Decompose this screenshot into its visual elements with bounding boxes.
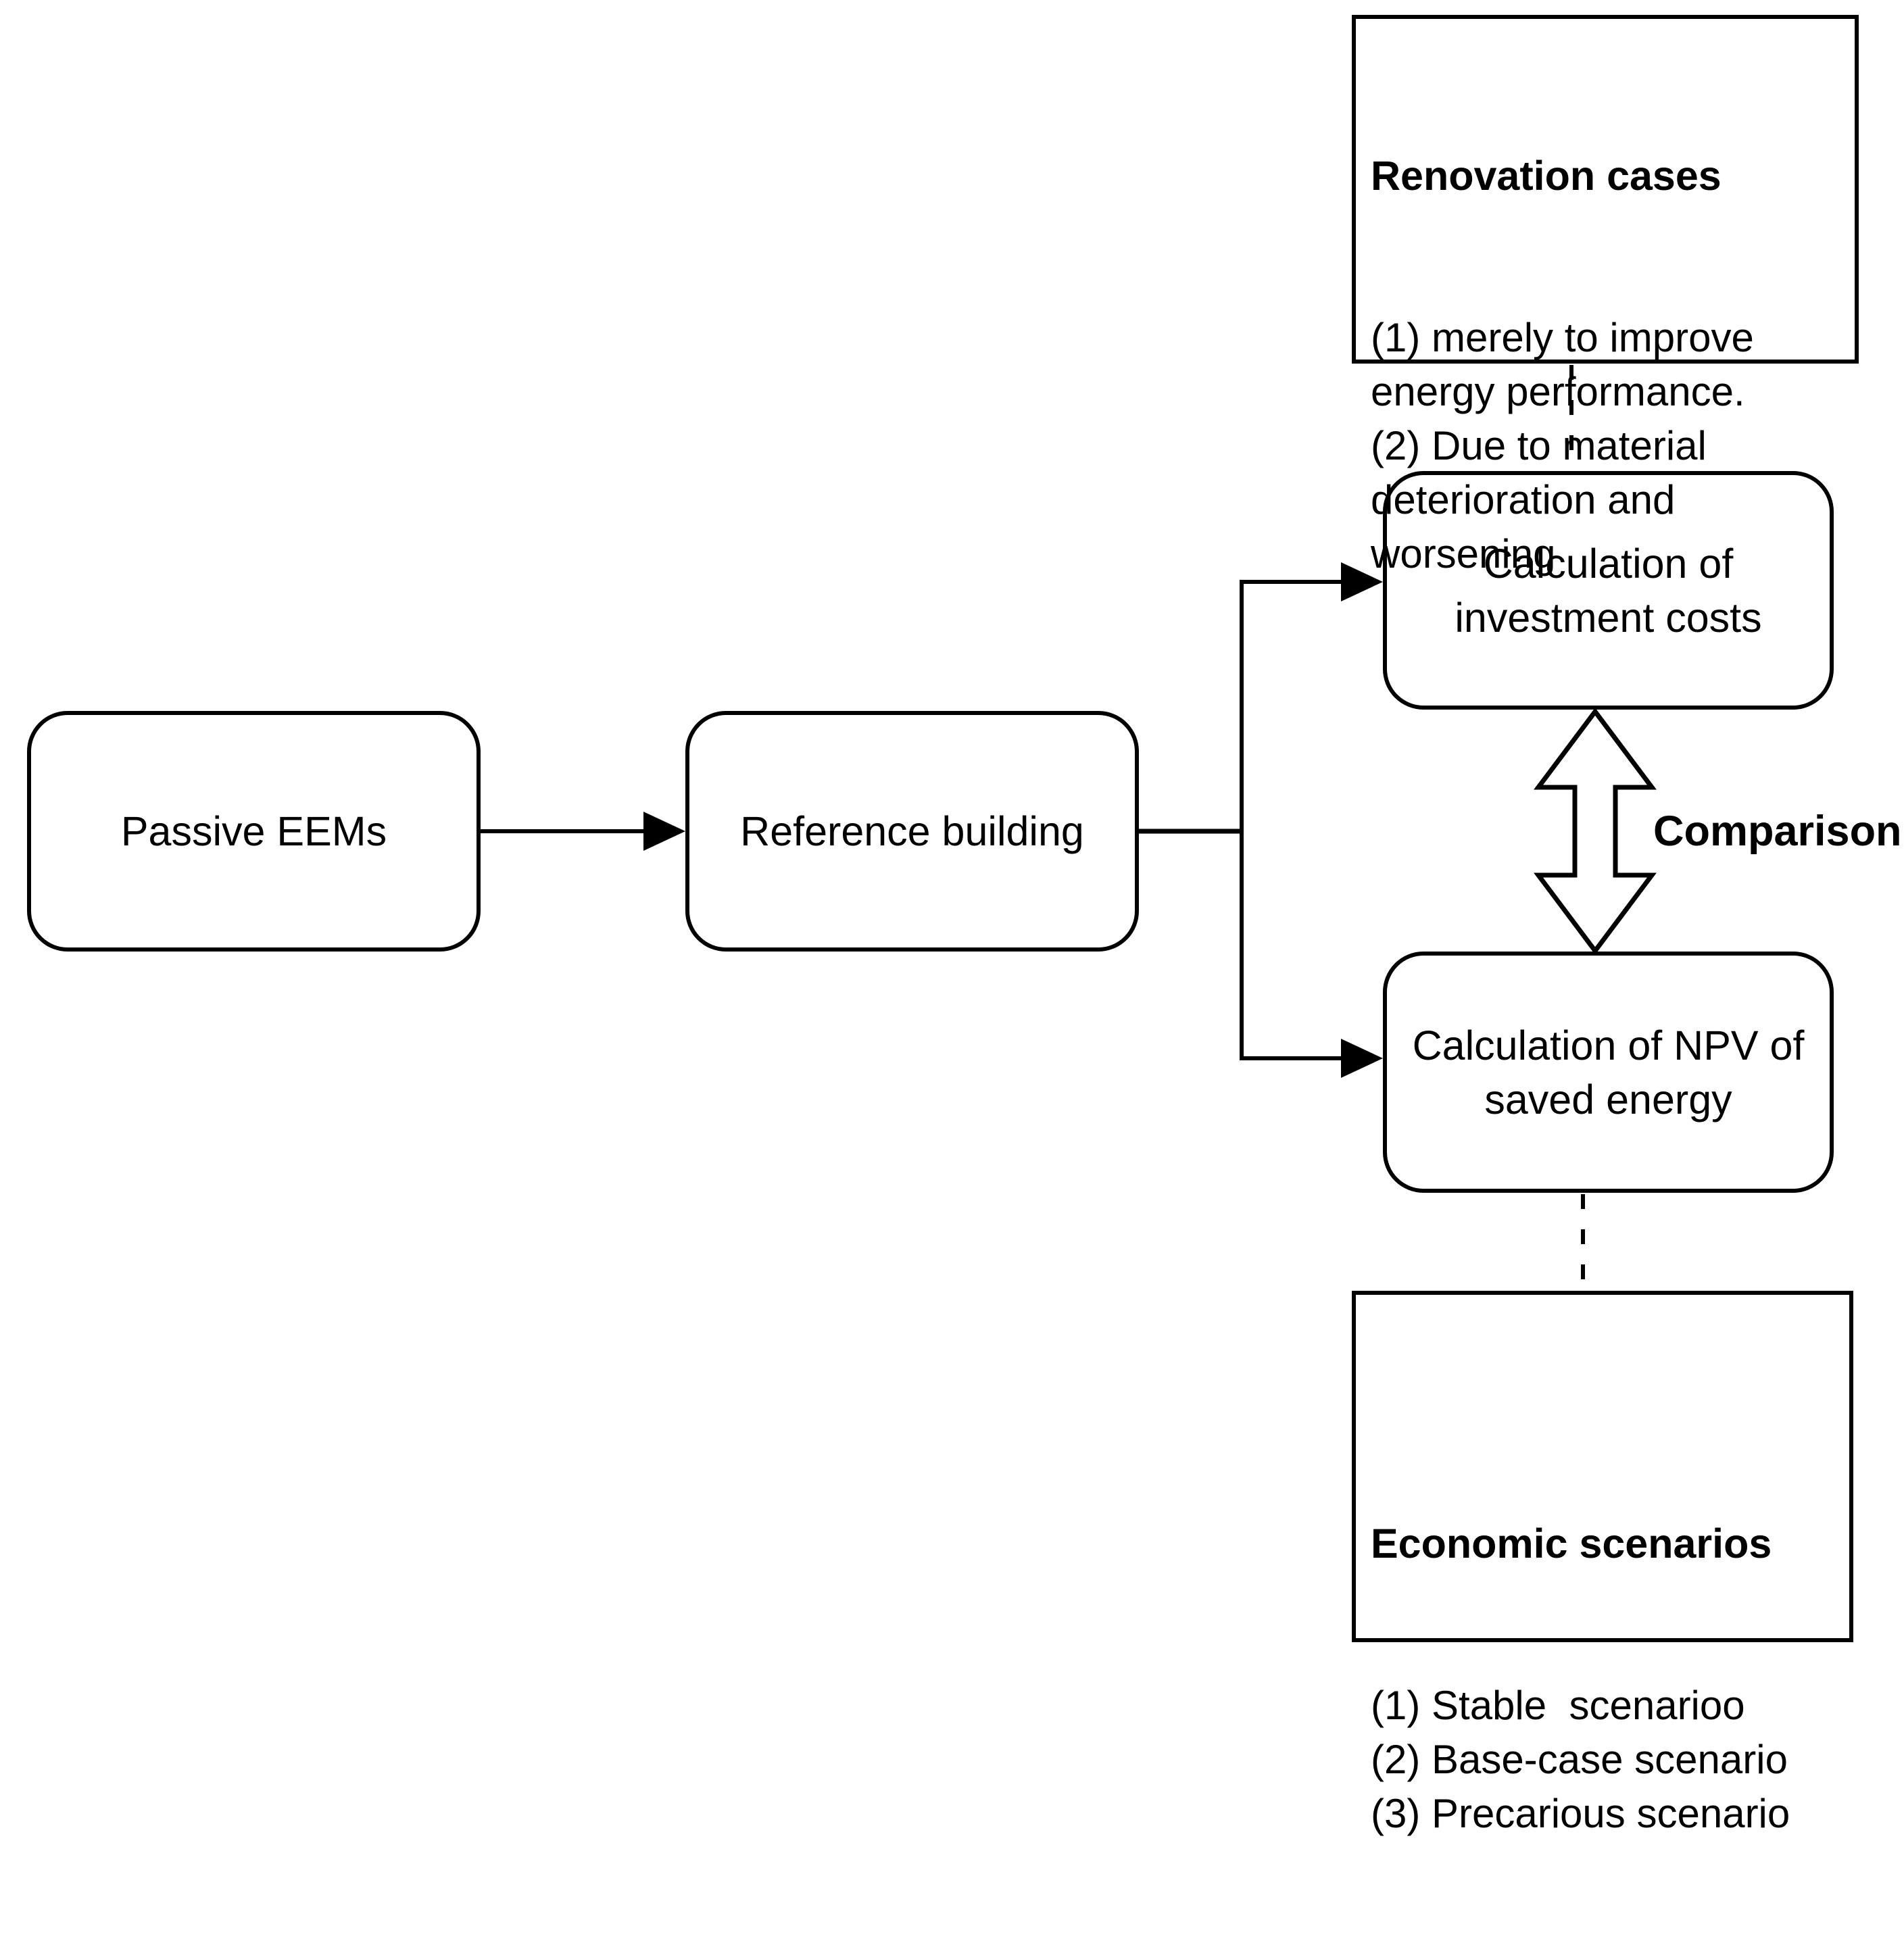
node-passive-eems-label: Passive EEMs	[120, 808, 387, 854]
node-passive-eems: Passive EEMs	[27, 711, 481, 952]
node-calculation-investment-costs: Calculation of investment costs	[1383, 471, 1834, 710]
node-calculation-npv-saved-energy: Calculation of NPV of saved energy	[1383, 952, 1834, 1193]
economic-scenarios-title: Economic scenarios	[1371, 1521, 1772, 1566]
arrow-branch-to-investment-arrowhead	[1341, 562, 1383, 601]
box-renovation-cases: Renovation cases (1) merely to improve e…	[1352, 15, 1859, 576]
node-calculation-npv-saved-energy-label: Calculation of NPV of saved energy	[1412, 1022, 1805, 1122]
box-economic-scenarios: Economic scenarios (1) Stable scenarioo …	[1352, 1291, 1853, 1836]
economic-scenarios-body: (1) Stable scenarioo (2) Base-case scena…	[1371, 1683, 1790, 1836]
flowchart-figure: Passive EEMs Reference building Calculat…	[27, 15, 1902, 1836]
comparison-label: Comparison	[1653, 808, 1902, 855]
double-arrow-comparison	[1534, 708, 1657, 955]
node-reference-building: Reference building	[685, 711, 1139, 952]
connector-layer	[481, 365, 1657, 1289]
arrow-branch-to-npv-arrowhead	[1341, 1039, 1383, 1078]
renovation-cases-body: (1) merely to improve energy performance…	[1371, 315, 1754, 576]
node-reference-building-label: Reference building	[740, 808, 1084, 854]
node-calculation-investment-costs-label: Calculation of investment costs	[1455, 540, 1762, 641]
arrow-passive-to-reference-arrowhead	[643, 812, 685, 851]
renovation-cases-title: Renovation cases	[1371, 153, 1722, 199]
